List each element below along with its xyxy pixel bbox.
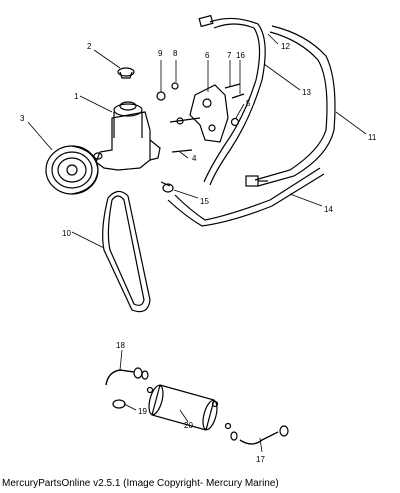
- pulley: [45, 145, 99, 195]
- callout-13: 13: [302, 88, 311, 97]
- hose-clamp: [162, 183, 174, 193]
- callout-1: 1: [74, 92, 79, 101]
- drive-belt: [102, 190, 151, 313]
- pressure-hose: [198, 14, 266, 186]
- power-steering-pump: [93, 101, 161, 171]
- callout-2: 2: [87, 42, 92, 51]
- cooler-hose: [167, 167, 325, 227]
- callout-15: 15: [200, 197, 209, 206]
- mounting-bracket: [169, 84, 229, 143]
- callout-5: 5: [246, 99, 251, 108]
- outlet-hose: [230, 425, 289, 445]
- return-hose: [245, 25, 336, 187]
- inlet-clamp: [112, 399, 126, 409]
- callout-8: 8: [173, 49, 178, 58]
- callout-7: 7: [227, 51, 232, 60]
- callout-6: 6: [205, 51, 210, 60]
- reservoir-cap: [117, 67, 135, 79]
- oil-cooler: [146, 384, 232, 431]
- inlet-hose: [105, 367, 149, 386]
- callout-labels: 1 2 3 4 5 6 7 8 9 10 11 12 13 14 15 16 1…: [20, 42, 377, 464]
- callout-4: 4: [192, 154, 197, 163]
- callout-12: 12: [281, 42, 290, 51]
- callout-10: 10: [62, 229, 71, 238]
- callout-20: 20: [184, 421, 193, 430]
- callout-19: 19: [138, 407, 147, 416]
- leader-lines: [27, 33, 367, 453]
- callout-11: 11: [368, 133, 377, 142]
- copyright-caption: MercuryPartsOnline v2.5.1 (Image Copyrig…: [2, 478, 279, 489]
- callout-9: 9: [158, 49, 163, 58]
- callout-18: 18: [116, 341, 125, 350]
- callout-16: 16: [236, 51, 245, 60]
- callout-14: 14: [324, 205, 333, 214]
- hardware: [156, 82, 245, 187]
- callout-17: 17: [256, 455, 265, 464]
- callout-3: 3: [20, 114, 25, 123]
